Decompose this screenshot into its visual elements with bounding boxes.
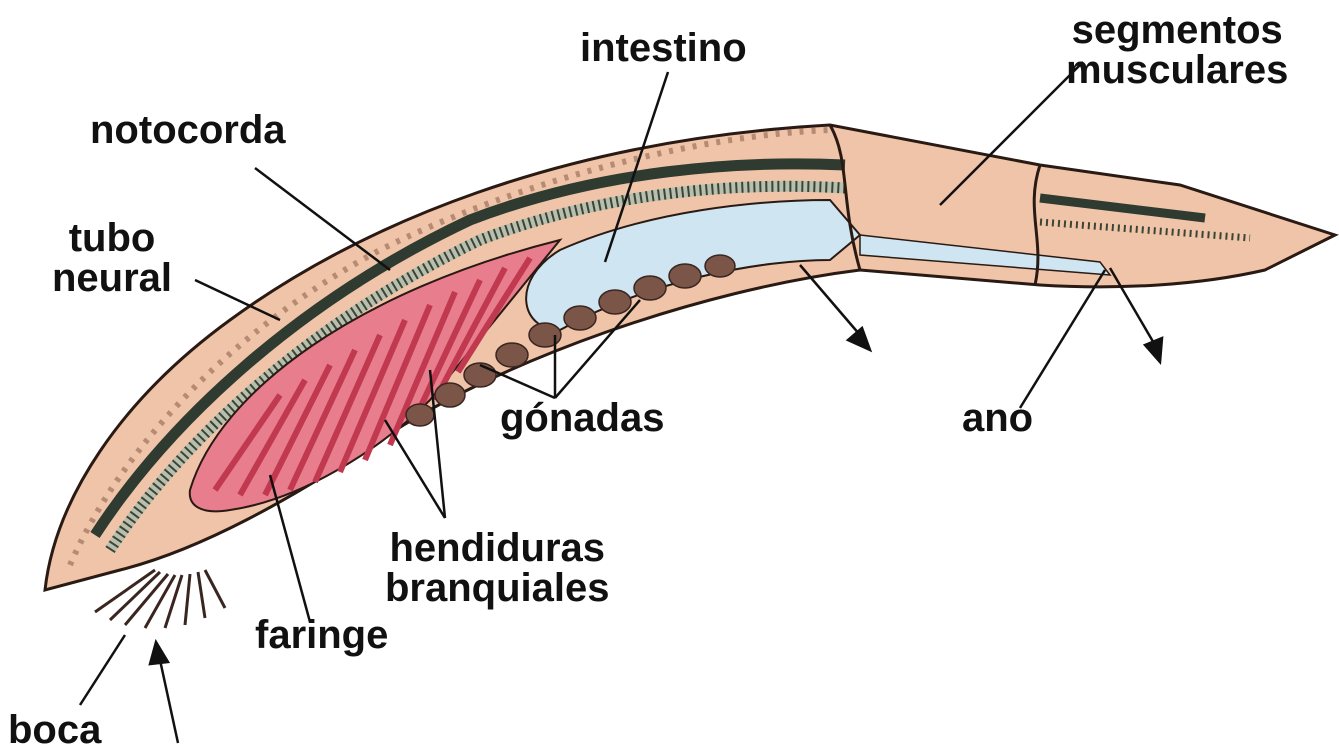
label-musculares: musculares: [1066, 50, 1288, 90]
label-tubo-neural: tubo neural: [52, 218, 172, 298]
label-segmentos-musculares: segmentos musculares: [1066, 10, 1288, 90]
label-faringe: faringe: [255, 615, 388, 655]
oral-cirri: [95, 570, 225, 628]
label-notocorda: notocorda: [90, 110, 286, 150]
label-boca: boca: [8, 710, 101, 750]
label-tubo: tubo: [52, 218, 172, 258]
label-intestino: intestino: [580, 28, 747, 68]
label-neural: neural: [52, 258, 172, 298]
label-segmentos: segmentos: [1066, 10, 1288, 50]
label-hendiduras-branquiales: hendiduras branquiales: [385, 528, 610, 608]
label-branquiales: branquiales: [385, 568, 610, 608]
label-gonadas: gónadas: [500, 398, 664, 438]
label-ano: ano: [962, 398, 1033, 438]
label-hendiduras: hendiduras: [385, 528, 610, 568]
